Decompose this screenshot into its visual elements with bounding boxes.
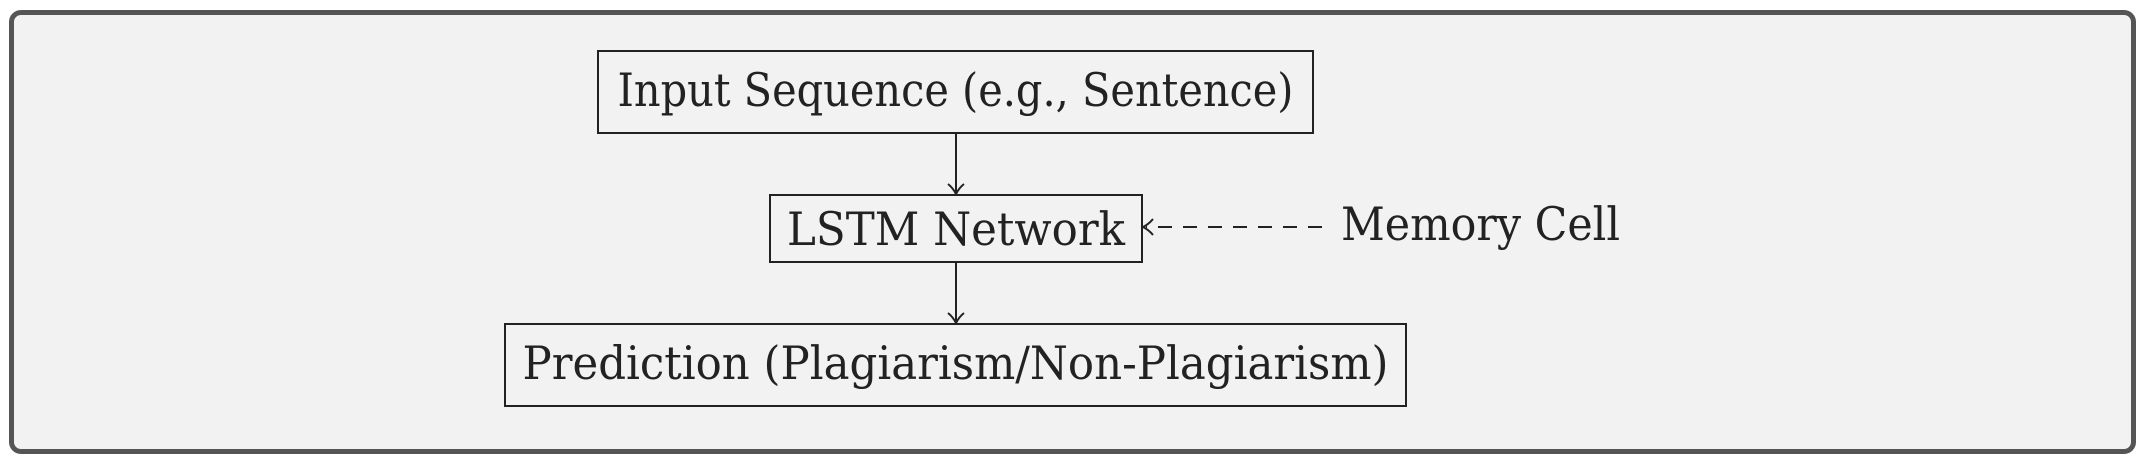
edge-lstm-to-prediction	[947, 262, 965, 326]
input-sequence-node: Input Sequence (e.g., Sentence)	[597, 50, 1314, 134]
prediction-node: Prediction (Plagiarism/Non-Plagiarism)	[504, 323, 1407, 407]
lstm-network-node: LSTM Network	[769, 194, 1143, 263]
edge-input-to-lstm	[947, 133, 965, 197]
arrowhead-left-icon	[1140, 218, 1154, 236]
lstm-network-label: LSTM Network	[787, 202, 1126, 256]
prediction-box	[504, 323, 1407, 407]
arrowhead-down-icon	[947, 312, 965, 326]
prediction-label: Prediction (Plagiarism/Non-Plagiarism)	[523, 336, 1389, 390]
arrowhead-down-icon	[947, 183, 965, 197]
input-sequence-box	[597, 50, 1314, 134]
input-sequence-label: Input Sequence (e.g., Sentence)	[618, 63, 1294, 117]
edge-memory-to-lstm	[1140, 218, 1322, 236]
memory-cell-label: Memory Cell	[1341, 197, 1620, 251]
